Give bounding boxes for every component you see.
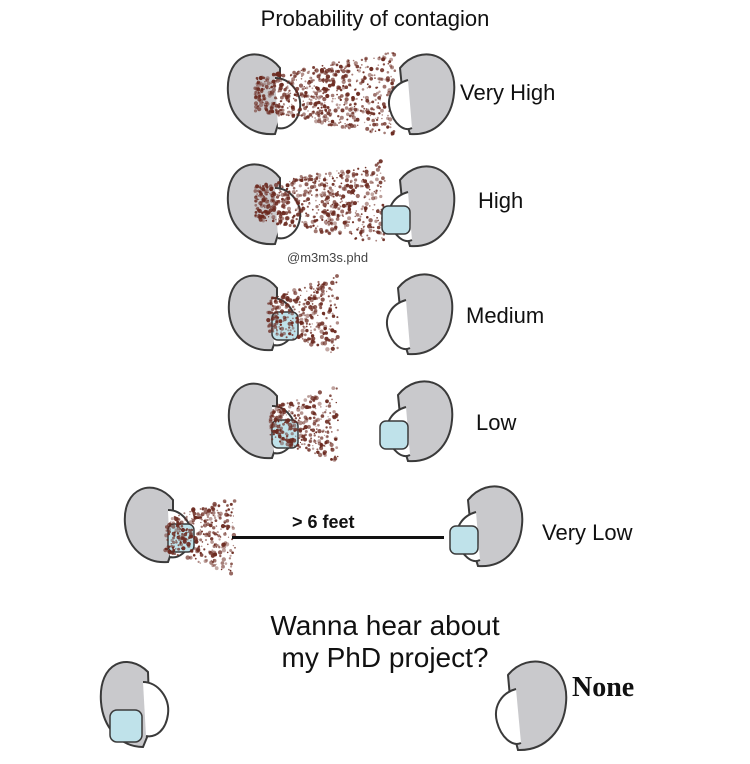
punchline-speech: Wanna hear about my PhD project? bbox=[270, 610, 500, 673]
right-person bbox=[381, 165, 456, 248]
page-title: Probability of contagion bbox=[260, 6, 490, 31]
right-person bbox=[386, 273, 454, 356]
right-person bbox=[379, 380, 454, 463]
droplet-spray bbox=[268, 386, 339, 462]
right-person bbox=[495, 660, 568, 752]
distance-line bbox=[232, 536, 444, 539]
face-mask bbox=[449, 525, 479, 555]
droplet-spray bbox=[253, 159, 386, 242]
right-person bbox=[388, 53, 456, 136]
left-person bbox=[99, 661, 170, 749]
probability-label: Very High bbox=[460, 80, 556, 105]
droplet-spray bbox=[253, 52, 397, 136]
droplet-spray bbox=[163, 499, 237, 576]
probability-label: Low bbox=[476, 410, 517, 435]
watermark: @m3m3s.phd bbox=[287, 250, 369, 265]
distance-label: > 6 feet bbox=[292, 512, 355, 532]
face-mask bbox=[381, 205, 411, 235]
probability-label: High bbox=[478, 188, 524, 213]
probability-label: None bbox=[572, 672, 635, 703]
face-mask bbox=[109, 709, 143, 743]
face-mask bbox=[379, 420, 409, 450]
probability-label: Very Low bbox=[542, 520, 633, 545]
face-mask bbox=[271, 311, 299, 341]
probability-label: Medium bbox=[466, 303, 545, 328]
right-person bbox=[449, 485, 524, 568]
droplet-spray bbox=[266, 274, 340, 354]
